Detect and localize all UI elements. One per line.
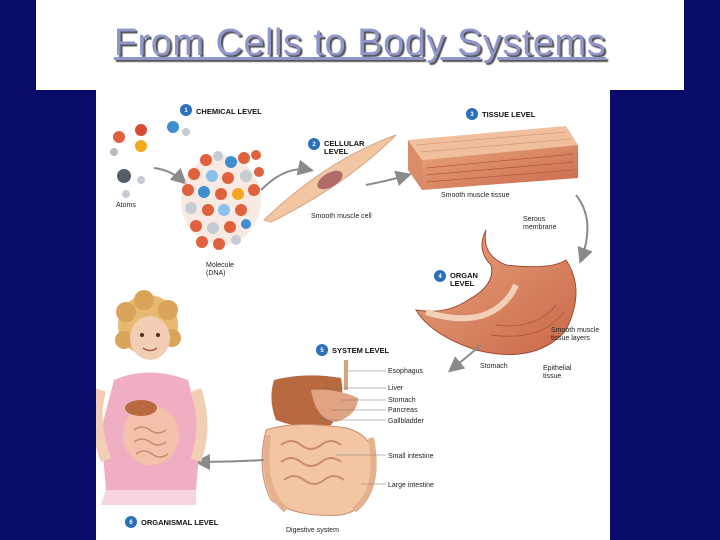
level-2-badge: 2: [308, 138, 320, 150]
title-box: From Cells to Body Systems: [36, 0, 684, 90]
pancreas-label: Pancreas: [388, 407, 418, 414]
smooth-muscle-tissue-illustration: [408, 126, 578, 190]
svg-text:5: 5: [320, 348, 324, 354]
cellular-level-label-line-1: CELLULAR: [324, 139, 365, 148]
smooth-muscle-tissue-layers-label-line-2: tissue layers: [551, 335, 590, 342]
svg-text:2: 2: [312, 142, 316, 148]
slide-title: From Cells to Body Systems: [113, 22, 607, 64]
digestive-system-illustration: [261, 360, 377, 516]
svg-text:1: 1: [184, 108, 188, 114]
stomach-system-label: Stomach: [388, 397, 416, 404]
smooth-muscle-cell-illustration: [263, 134, 397, 223]
epithelial-tissue-label-line-1: Epithelial: [543, 365, 572, 372]
svg-text:4: 4: [438, 274, 442, 280]
arrow-system-to-organism: [194, 453, 265, 470]
large-intestine-label: Large intestine: [388, 482, 434, 489]
organismal-level-label: ORGANISMAL LEVEL: [141, 518, 219, 527]
small-intestine-label: Small intestine: [388, 453, 434, 460]
tissue-level-label: TISSUE LEVEL: [482, 110, 536, 119]
stomach-illustration: [415, 229, 577, 355]
svg-text:6: 6: [129, 520, 133, 526]
smooth-muscle-tissue-layers-label-line-1: Smooth muscle: [551, 327, 599, 334]
liver-label: Liver: [388, 385, 404, 392]
child-illustration: [96, 290, 208, 505]
diagram-panel: 1 CHEMICAL LEVEL Atoms Molecule (DNA) 2: [96, 90, 610, 540]
serous-membrane-label-line-1: Serous: [523, 216, 546, 223]
levels-of-organization-diagram: 1 CHEMICAL LEVEL Atoms Molecule (DNA) 2: [96, 104, 599, 534]
level-4-badge: 4: [434, 270, 446, 282]
molecule-label-line-1: Molecule: [206, 262, 234, 269]
gallbladder-label: Gallbladder: [388, 418, 424, 425]
svg-text:3: 3: [470, 112, 474, 118]
level-5-badge: 5: [316, 344, 328, 356]
esophagus-label: Esophagus: [388, 368, 424, 375]
level-6-badge: 6: [125, 516, 137, 528]
level-3-badge: 3: [466, 108, 478, 120]
organ-level-label-line-1: ORGAN: [450, 271, 478, 280]
organ-level-label-line-2: LEVEL: [450, 279, 475, 288]
system-level-label: SYSTEM LEVEL: [332, 346, 390, 355]
digestive-system-label: Digestive system: [286, 527, 339, 534]
arrow-tissue-to-organ: [575, 194, 593, 264]
chemical-level-label: CHEMICAL LEVEL: [196, 107, 262, 116]
atoms-illustration: [110, 121, 190, 198]
serous-membrane-label-line-2: membrane: [523, 224, 557, 231]
cellular-level-label-line-2: LEVEL: [324, 147, 349, 156]
epithelial-tissue-label-line-2: tissue: [543, 373, 561, 380]
stomach-organ-label: Stomach: [480, 363, 508, 370]
arrow-cell-to-tissue: [365, 170, 412, 187]
smooth-muscle-tissue-label: Smooth muscle tissue: [441, 192, 510, 199]
atoms-label: Atoms: [116, 202, 136, 209]
arrow-atoms-to-molecule: [153, 167, 187, 185]
level-1-badge: 1: [180, 104, 192, 116]
dna-molecule-illustration: [181, 150, 264, 250]
arrow-molecule-to-cell: [260, 159, 314, 191]
smooth-muscle-cell-label: Smooth muscle cell: [311, 213, 372, 220]
arrow-organ-to-system: [447, 344, 482, 373]
system-leader-lines: [314, 370, 386, 485]
molecule-label-line-2: (DNA): [206, 270, 225, 277]
